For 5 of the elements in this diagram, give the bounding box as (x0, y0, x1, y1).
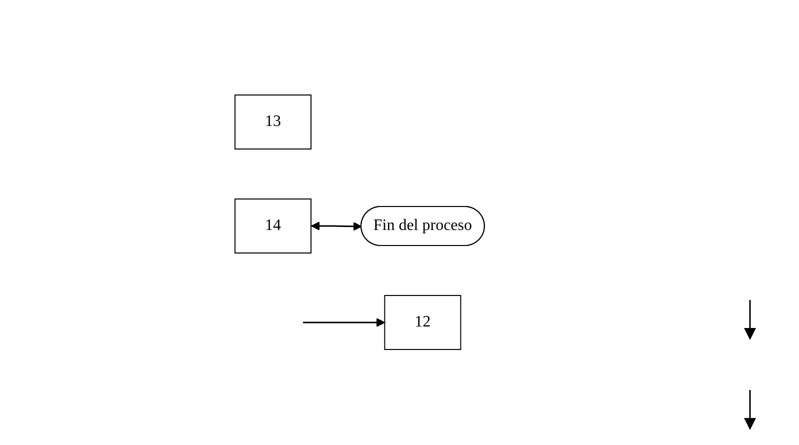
node-box: 13 (234, 94, 312, 150)
node-box: 14 (234, 198, 312, 254)
node-box: 12 (384, 295, 462, 350)
arrow (303, 318, 386, 328)
arrow (311, 222, 362, 231)
